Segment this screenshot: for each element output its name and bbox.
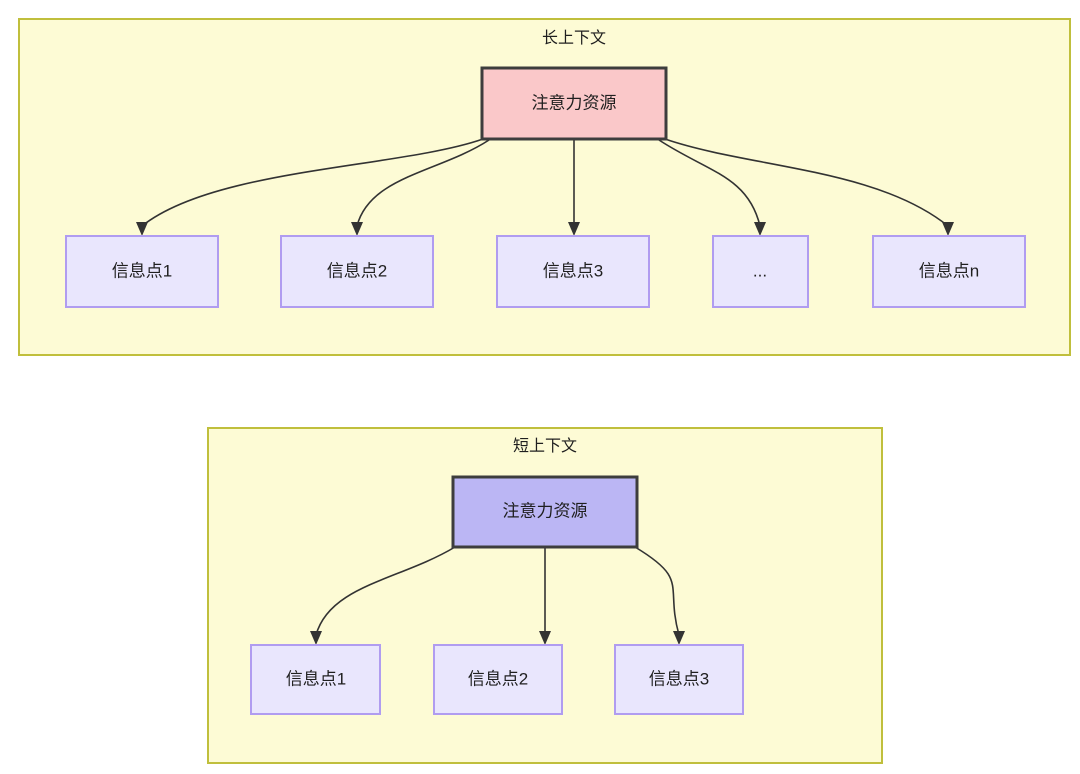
node-rect-info-point-ellipsis-long[interactable] xyxy=(712,235,809,308)
panel-short-context: 短上下文 注意力资源 信息点1 信息点 xyxy=(207,427,883,764)
node-attention-resource-long[interactable]: 注意力资源 xyxy=(480,66,668,141)
node-info-point-3-long[interactable]: 信息点3 xyxy=(496,235,650,308)
edge-root-to-ellipsis xyxy=(658,139,761,227)
arrowhead-info2 xyxy=(351,222,363,236)
arrowhead-info3 xyxy=(568,222,580,236)
node-info-point-1-short[interactable]: 信息点1 xyxy=(250,644,381,715)
node-rect-info-point-2-short[interactable] xyxy=(433,644,563,715)
node-label-info-point-2-short: 信息点2 xyxy=(468,669,528,688)
node-rect-info-point-1-long[interactable] xyxy=(65,235,219,308)
node-label-info-point-2-long: 信息点2 xyxy=(327,261,387,280)
node-rect-info-point-2-long[interactable] xyxy=(280,235,434,308)
edge-root-to-info1-short xyxy=(315,546,456,636)
node-label-info-point-3-long: 信息点3 xyxy=(543,261,603,280)
node-rect-info-point-3-short[interactable] xyxy=(614,644,744,715)
node-rect-info-point-n-long[interactable] xyxy=(872,235,1026,308)
edge-root-to-infon xyxy=(664,138,949,227)
node-info-point-1-long[interactable]: 信息点1 xyxy=(65,235,219,308)
panel-long-context: 长上下文 注意力资源 信息 xyxy=(18,18,1071,356)
node-rect-info-point-3-long[interactable] xyxy=(496,235,650,308)
arrowhead-info1 xyxy=(136,222,148,236)
edges-short-context xyxy=(310,546,685,645)
node-rect-info-point-1-short[interactable] xyxy=(250,644,381,715)
arrowhead-info3-short xyxy=(673,631,685,645)
node-info-point-2-long[interactable]: 信息点2 xyxy=(280,235,434,308)
node-rect-attention-resource-short[interactable] xyxy=(451,475,639,549)
node-label-info-point-1-long: 信息点1 xyxy=(112,261,172,280)
arrowhead-info1-short xyxy=(310,631,322,645)
edge-root-to-info3-short xyxy=(634,546,680,636)
arrowhead-infon xyxy=(942,222,954,236)
node-attention-resource-short[interactable]: 注意力资源 xyxy=(451,475,639,549)
node-label-attention-resource-long: 注意力资源 xyxy=(532,93,617,112)
node-label-info-point-3-short: 信息点3 xyxy=(649,669,709,688)
node-label-info-point-1-short: 信息点1 xyxy=(286,669,346,688)
arrowhead-ellipsis xyxy=(754,222,766,236)
node-info-point-2-short[interactable]: 信息点2 xyxy=(433,644,563,715)
node-info-point-n-long[interactable]: 信息点n xyxy=(872,235,1026,308)
node-label-info-point-ellipsis-long: ... xyxy=(753,261,767,280)
edge-root-to-info2 xyxy=(356,139,490,227)
edge-root-to-info1 xyxy=(141,138,484,227)
node-info-point-3-short[interactable]: 信息点3 xyxy=(614,644,744,715)
node-info-point-ellipsis-long[interactable]: ... xyxy=(712,235,809,308)
node-label-attention-resource-short: 注意力资源 xyxy=(503,501,588,520)
node-rect-attention-resource-long[interactable] xyxy=(480,66,668,141)
edges-long-context xyxy=(136,138,954,236)
node-label-info-point-n-long: 信息点n xyxy=(919,261,979,280)
panel-title-long-context: 长上下文 xyxy=(542,29,606,47)
panel-title-short-context: 短上下文 xyxy=(513,437,577,455)
arrowhead-info2-short xyxy=(539,631,551,645)
